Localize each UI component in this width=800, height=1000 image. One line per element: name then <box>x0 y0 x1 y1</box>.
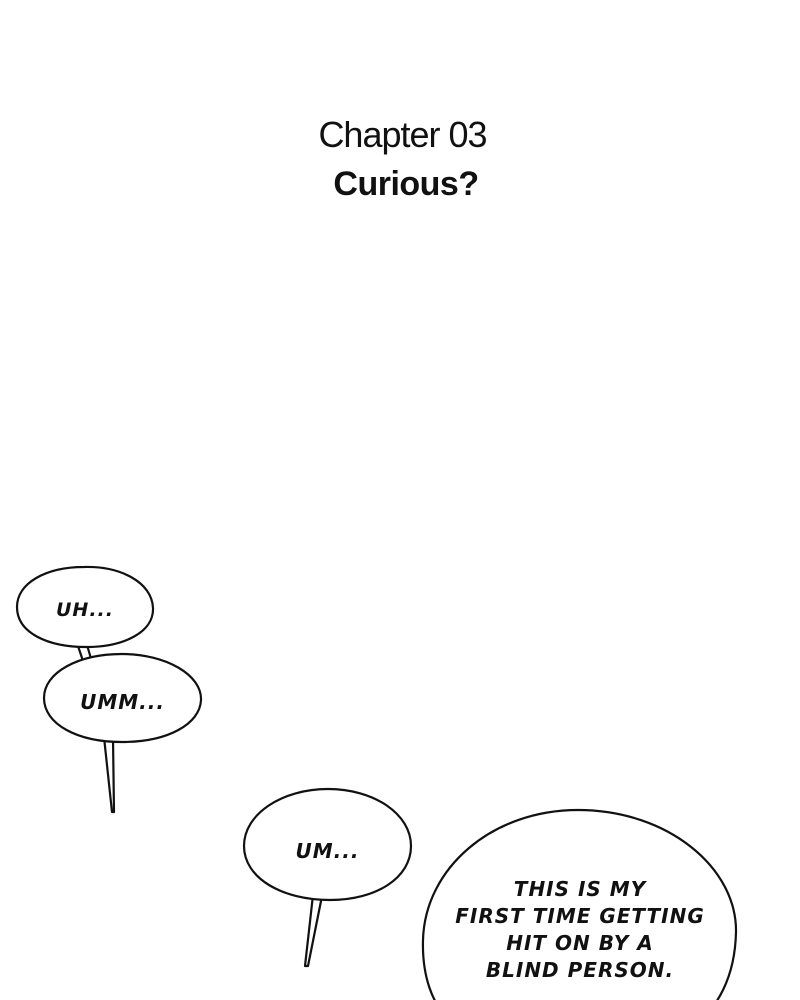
bubble-long-line: BLIND PERSON. <box>485 958 675 982</box>
chapter-title: Chapter 03 <box>318 114 487 155</box>
bubble-long-line: THIS IS MY <box>513 877 647 901</box>
bubble-long-line: FIRST TIME GETTING <box>455 904 705 928</box>
bubble-long-line: HIT ON BY A <box>506 931 654 955</box>
bubble-umm-text: UMM... <box>80 690 165 714</box>
bubble-long-text: THIS IS MY FIRST TIME GETTING HIT ON BY … <box>430 876 730 984</box>
bubble-um-text: UM... <box>295 839 360 863</box>
chapter-subtitle: Curious? <box>333 165 479 203</box>
bubble-uh <box>15 565 155 649</box>
bubble-uh-text: UH... <box>56 599 114 621</box>
bubble-umm <box>42 652 203 744</box>
bubble-um <box>242 787 413 902</box>
bubble-umm-tail <box>102 735 116 814</box>
bubble-um-tail <box>303 893 324 968</box>
bubble-long <box>421 808 738 1000</box>
